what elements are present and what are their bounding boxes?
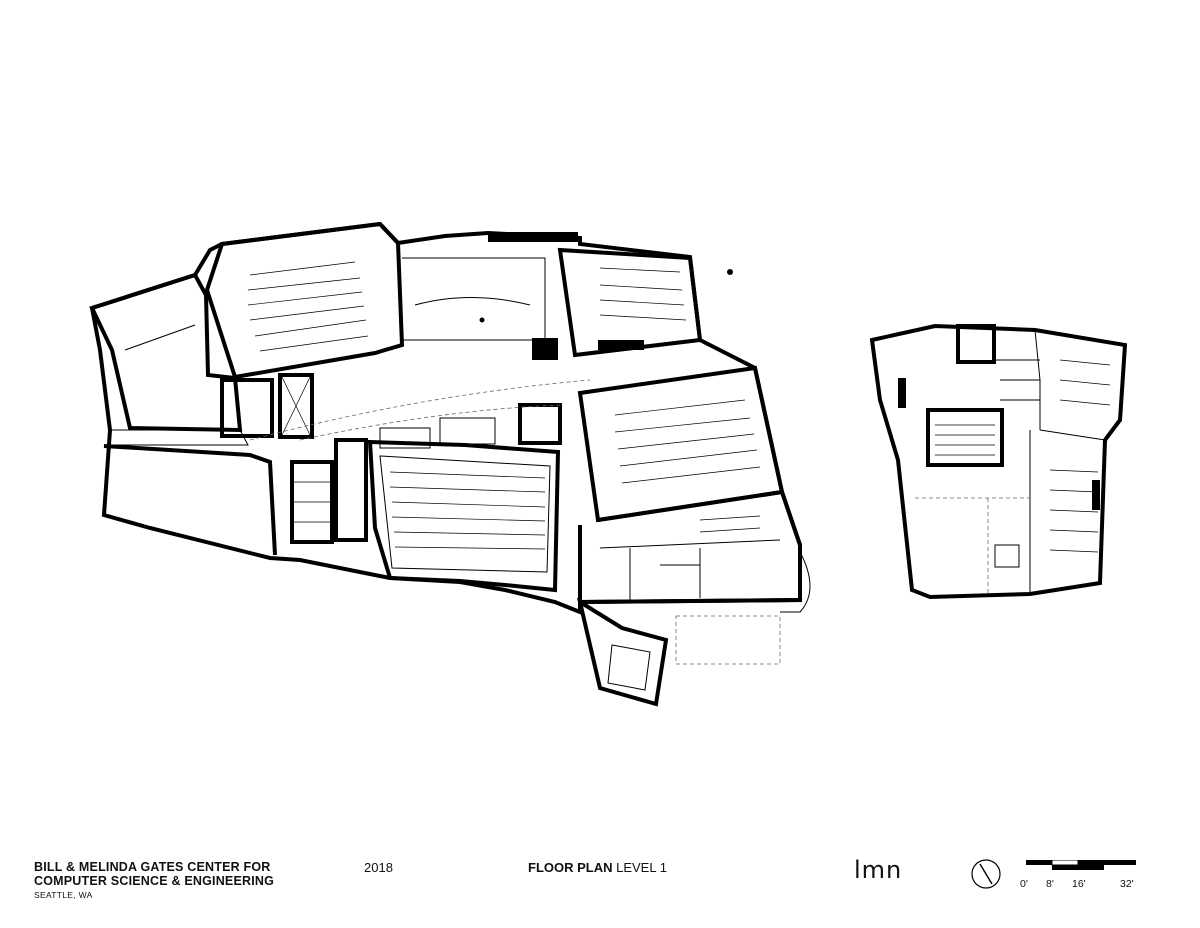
scale-label-8: 8' [1046, 878, 1054, 890]
building-name-line1: BILL & MELINDA GATES CENTER FOR [34, 860, 271, 874]
plan-label-level: LEVEL 1 [612, 860, 667, 875]
scale-label-16: 16' [1072, 878, 1086, 890]
west-building [89, 221, 811, 707]
location-label: SEATTLE, WA [34, 890, 93, 900]
plan-label: FLOOR PLAN LEVEL 1 [528, 860, 667, 875]
scale-labels: 0' 8' 16' 32' [1018, 878, 1148, 892]
scale-label-32: 32' [1120, 878, 1134, 890]
east-building [869, 323, 1128, 600]
year-label: 2018 [364, 860, 393, 875]
building-name-line2: COMPUTER SCIENCE & ENGINEERING [34, 874, 275, 888]
scale-label-0: 0' [1020, 878, 1028, 890]
plan-label-bold: FLOOR PLAN [528, 860, 613, 875]
north-arrow-icon [971, 859, 1001, 889]
lmn-logo: lmn [854, 856, 903, 884]
scale-bar [1026, 860, 1136, 870]
lecture-seating [247, 261, 761, 550]
title-block: BILL & MELINDA GATES CENTER FOR COMPUTER… [34, 860, 274, 900]
